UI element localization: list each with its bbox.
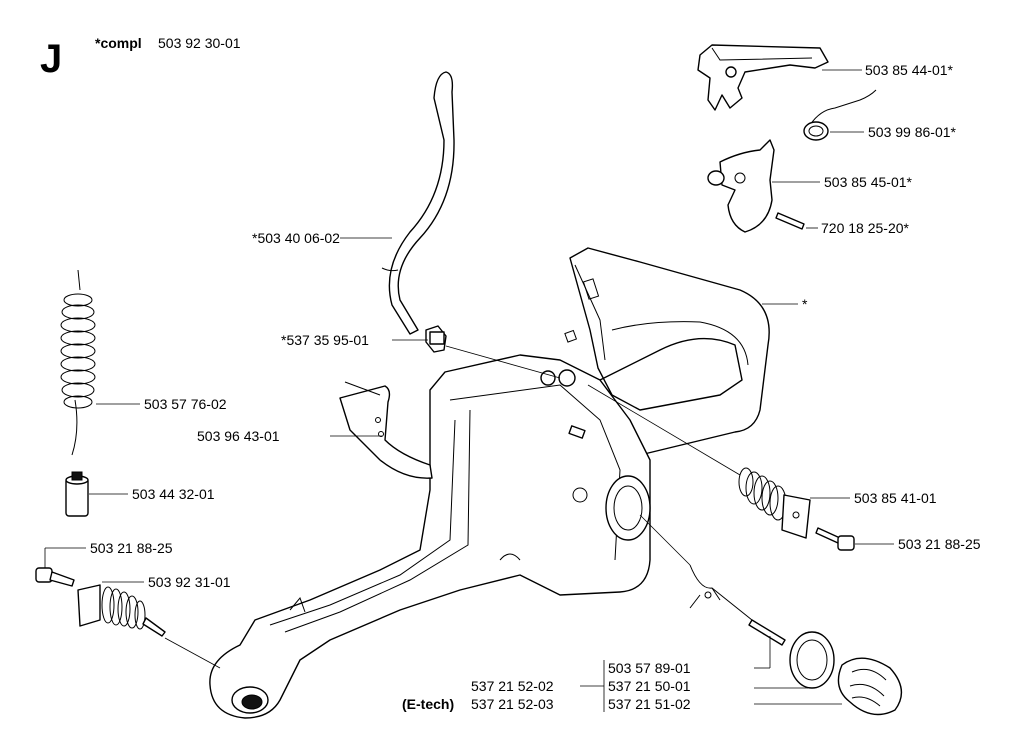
throttle-lockout-bracket bbox=[697, 44, 829, 111]
fuel-filter bbox=[65, 471, 89, 517]
fuel-hose bbox=[381, 71, 455, 335]
fuel-cap-assembly bbox=[689, 564, 903, 716]
label-spring-small: 503 99 86-01* bbox=[868, 124, 957, 140]
label-av-spring-right: 503 85 41-01 bbox=[854, 490, 937, 506]
assembly-prefix: *compl bbox=[95, 35, 142, 51]
label-cap-a: 503 57 89-01 bbox=[608, 660, 691, 676]
label-filter: 503 44 32-01 bbox=[132, 486, 215, 502]
trigger-pin bbox=[775, 212, 805, 230]
label-hose-filter: *537 35 95-01 bbox=[281, 332, 369, 348]
label-cap-c: 537 21 51-02 bbox=[608, 696, 691, 712]
label-etech-prefix: (E-tech) bbox=[402, 696, 454, 712]
label-tank-etech: 537 21 52-03 bbox=[471, 696, 554, 712]
fuel-tank-handle bbox=[209, 247, 770, 719]
coil-hose bbox=[60, 269, 96, 456]
label-coil-hose: 503 57 76-02 bbox=[144, 396, 227, 412]
small-torsion-spring bbox=[803, 89, 877, 141]
label-tank-std: 537 21 52-02 bbox=[471, 678, 554, 694]
av-spring-right bbox=[738, 467, 811, 539]
label-screw-left: 503 21 88-25 bbox=[90, 540, 173, 556]
label-cap-b: 537 21 50-01 bbox=[608, 678, 691, 694]
label-bracket-top: 503 85 44-01* bbox=[865, 62, 954, 78]
label-handle-star: * bbox=[802, 296, 808, 312]
throttle-trigger bbox=[707, 139, 775, 233]
hose-filter-fitting bbox=[425, 325, 447, 353]
label-fuel-hose: *503 40 06-02 bbox=[252, 230, 340, 246]
vibration-cushion-left bbox=[339, 381, 433, 479]
section-letter: J bbox=[40, 37, 62, 81]
label-cushion-left: 503 96 43-01 bbox=[197, 428, 280, 444]
label-av-spring-left: 503 92 31-01 bbox=[148, 574, 231, 590]
label-trigger: 503 85 45-01* bbox=[824, 174, 913, 190]
label-pin: 720 18 25-20* bbox=[821, 220, 910, 236]
assembly-number: 503 92 30-01 bbox=[158, 35, 241, 51]
av-spring-left bbox=[77, 584, 166, 637]
screw-left bbox=[35, 567, 75, 587]
screw-right bbox=[815, 527, 855, 551]
label-screw-right: 503 21 88-25 bbox=[898, 536, 981, 552]
leader-lines bbox=[44, 69, 894, 712]
